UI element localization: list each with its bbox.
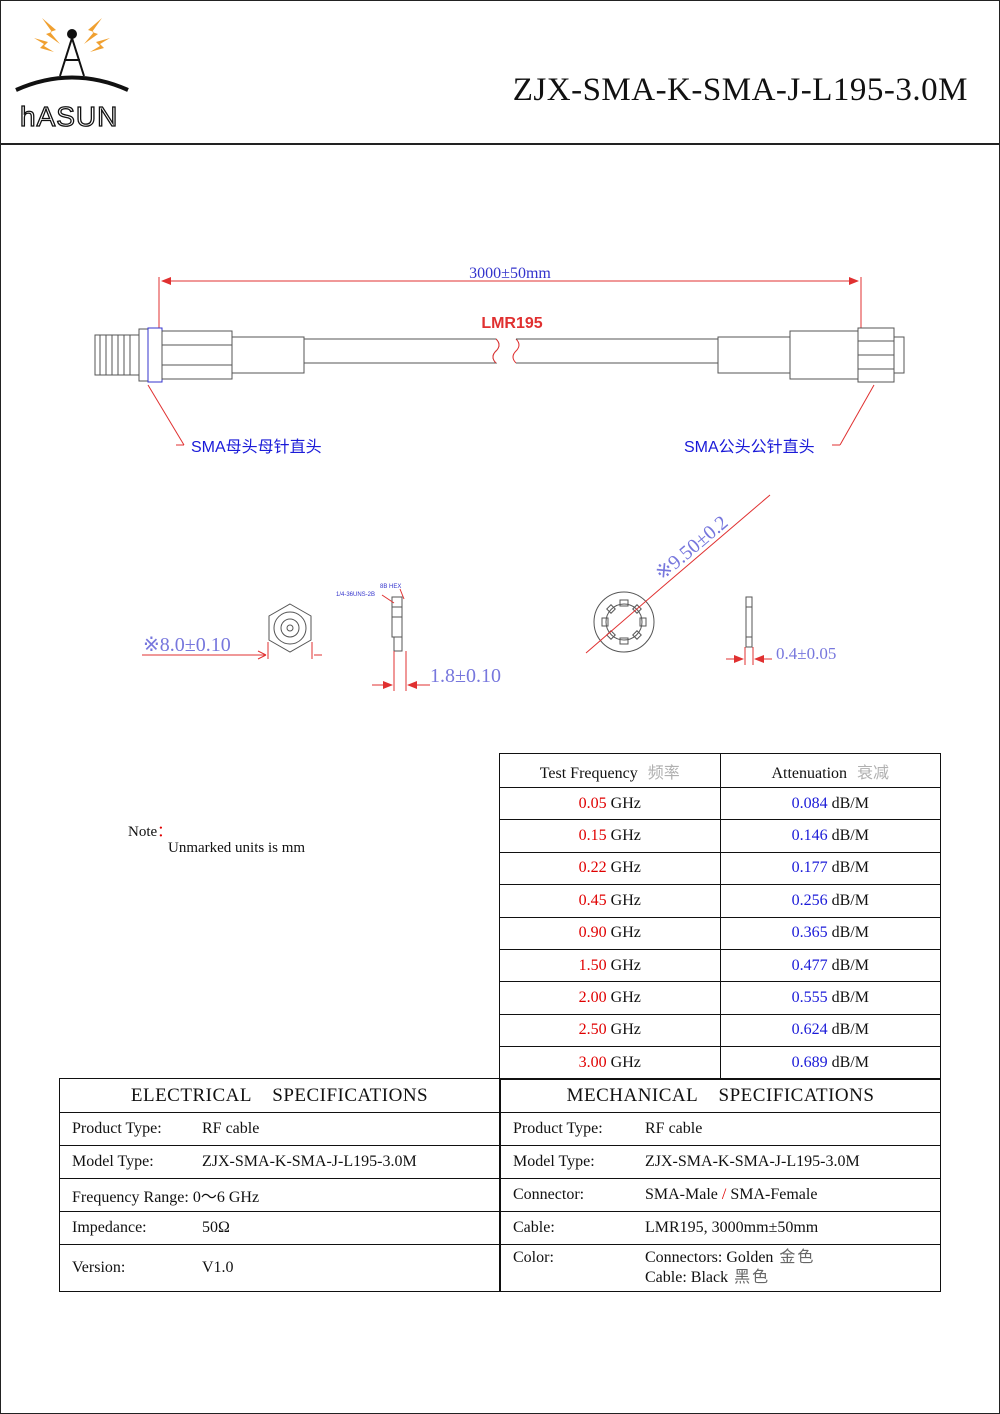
elec-model-row: Model Type:ZJX-SMA-K-SMA-J-L195-3.0M: [59, 1145, 500, 1179]
attenuation-cell: 0.084 dB/M: [719, 786, 941, 821]
lightning-icon: [34, 18, 110, 52]
washer-view: [585, 494, 771, 654]
right-connector-label: SMA公头公针直头: [684, 438, 815, 456]
frequency-cell: 0.05 GHz: [499, 786, 721, 821]
cable-drawing: 3000±50mm LMR195 SMA母头母针直头 SMA: [94, 265, 905, 691]
elec-product-type-row: Product Type:RF cable: [59, 1112, 500, 1146]
attenuation-cell: 0.365 dB/M: [719, 916, 941, 950]
attenuation-cell: 0.177 dB/M: [719, 851, 941, 886]
frequency-cell: 0.15 GHz: [499, 819, 721, 853]
document-title: ZJX-SMA-K-SMA-J-L195-3.0M: [512, 72, 968, 108]
elec-frequency-row: Frequency Range: 0～6 GHz: [59, 1178, 500, 1212]
length-label: 3000±50mm: [469, 265, 551, 282]
frequency-cell: 2.50 GHz: [499, 1013, 721, 1048]
mechanical-spec-table: MECHANICAL SPECIFICATIONS Product Type:R…: [500, 1078, 941, 1292]
washer-dimension: ※9.50±0.2: [651, 512, 732, 585]
frequency-cell: 2.00 GHz: [499, 981, 721, 1015]
tower-icon: [59, 29, 85, 77]
hex-label: 8B HEX: [380, 584, 401, 590]
thickness-dimension: 0.4±0.05: [776, 644, 836, 663]
logo-arc: [15, 75, 129, 92]
cable-body: [303, 338, 718, 364]
electrical-spec-table: ELECTRICAL SPECIFICATIONS Product Type:R…: [59, 1078, 500, 1292]
mechanical-spec-title: MECHANICAL SPECIFICATIONS: [500, 1078, 941, 1113]
length-dimension: 3000±50mm: [158, 265, 862, 341]
hasun-logo: hASUN: [15, 18, 129, 133]
mech-cable-row: Cable:LMR195, 3000mm±50mm: [500, 1211, 941, 1245]
attenuation-cell: 0.555 dB/M: [719, 981, 941, 1015]
left-connector-label: SMA母头母针直头: [191, 438, 322, 456]
right-connector: [717, 327, 905, 383]
frequency-cell: 1.50 GHz: [499, 948, 721, 983]
note-label: Note: [128, 824, 158, 840]
frequency-cell: 3.00 GHz: [499, 1046, 721, 1080]
side-dimension: 1.8±0.10: [430, 665, 501, 687]
logo-text: hASUN: [20, 101, 118, 132]
header: hASUN ZJX-SMA-K-SMA-J-L195-3.0M: [0, 0, 1000, 145]
leader-lines: [147, 384, 875, 446]
hex-nut-view: [142, 603, 322, 660]
mech-model-row: Model Type:ZJX-SMA-K-SMA-J-L195-3.0M: [500, 1145, 941, 1179]
hex-dimension: ※8.0±0.10: [143, 634, 231, 656]
left-connector: [94, 327, 305, 383]
attenuation-cell: 0.256 dB/M: [719, 884, 941, 918]
elec-impedance-row: Impedance:50Ω: [59, 1211, 500, 1245]
washer-side-view: [726, 596, 772, 665]
attenuation-cell: 0.689 dB/M: [719, 1046, 941, 1080]
note: Note： Unmarked units is mm: [128, 820, 305, 856]
electrical-spec-title: ELECTRICAL SPECIFICATIONS: [59, 1078, 500, 1113]
side-view: [372, 588, 430, 691]
frequency-cell: 0.90 GHz: [499, 916, 721, 950]
thread-label: 1/4-36UNS-2B: [336, 592, 375, 598]
frequency-cell: 0.22 GHz: [499, 851, 721, 886]
note-colon: ：: [157, 824, 173, 840]
attenuation-cell: 0.624 dB/M: [719, 1013, 941, 1048]
mech-product-type-row: Product Type:RF cable: [500, 1112, 941, 1146]
attenuation-cell: 0.477 dB/M: [719, 948, 941, 983]
cable-type-label: LMR195: [481, 315, 542, 332]
frequency-cell: 0.45 GHz: [499, 884, 721, 918]
attenuation-cell: 0.146 dB/M: [719, 819, 941, 853]
mech-connector-row: Connector:SMA-Male / SMA-Female: [500, 1178, 941, 1212]
note-text: Unmarked units is mm: [168, 840, 306, 856]
elec-version-row: Version:V1.0: [59, 1244, 500, 1292]
